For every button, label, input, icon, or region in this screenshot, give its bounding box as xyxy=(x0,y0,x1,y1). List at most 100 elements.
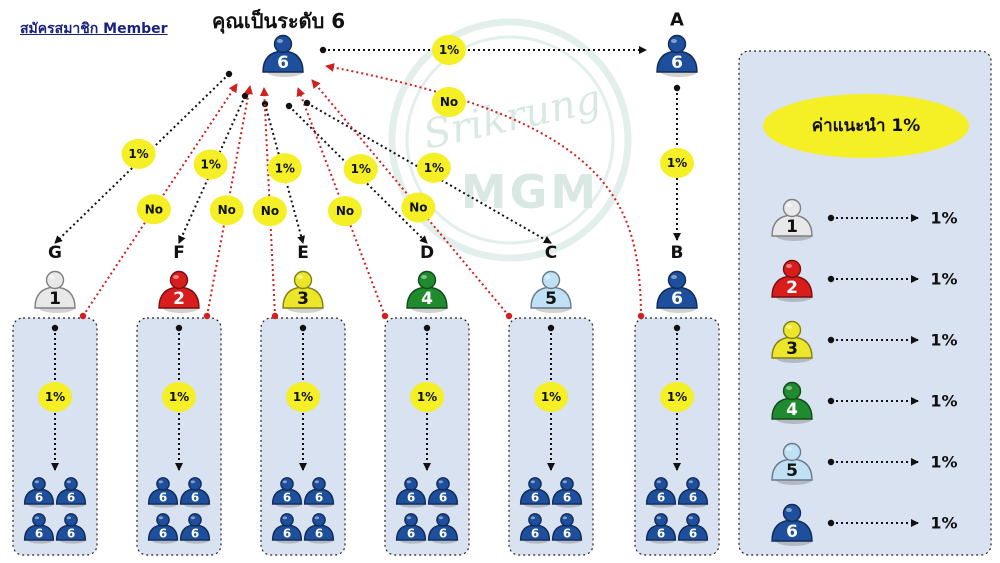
level-number: 6 xyxy=(563,491,571,505)
level-number: 2 xyxy=(786,278,798,298)
no-badge-d: No xyxy=(327,196,362,227)
link-root-to-a xyxy=(319,46,647,54)
level-number: 6 xyxy=(786,522,798,542)
rate-badge-d: 1% xyxy=(343,154,378,185)
level-number: 5 xyxy=(786,461,798,481)
no-badge-f-label: No xyxy=(218,203,236,217)
legend-rate-4: 1% xyxy=(930,392,957,411)
sub-member-icon: 6 xyxy=(23,477,55,508)
rate-badge-f: 1% xyxy=(193,149,228,180)
sub-member-icon: 6 xyxy=(551,513,583,544)
no-badge-c-label: No xyxy=(409,200,427,214)
level-number: 6 xyxy=(191,527,199,541)
sub-member-icon: 6 xyxy=(147,477,179,508)
member-icon-c: 5 xyxy=(530,270,572,313)
level-number: 6 xyxy=(439,527,447,541)
level-number: 4 xyxy=(421,289,433,309)
no-badge-f: No xyxy=(209,195,244,226)
no-link-g xyxy=(79,83,238,320)
level-number: 6 xyxy=(35,491,43,505)
legend-arrow-5 xyxy=(827,458,919,466)
level-number: 6 xyxy=(277,53,289,73)
group-rate-badge-b-label: 1% xyxy=(667,390,687,404)
rate-badge-a: 1% xyxy=(432,35,466,65)
level-number: 1 xyxy=(49,289,61,309)
page-title: คุณเป็นระดับ 6 xyxy=(212,9,346,33)
legend-arrow-1 xyxy=(827,214,919,222)
level-number: 6 xyxy=(657,527,665,541)
group-rate-badge-b: 1% xyxy=(660,382,694,412)
no-badge-d-label: No xyxy=(336,204,354,218)
legend-icon-6: 6 xyxy=(771,503,813,546)
level-number: 5 xyxy=(545,289,557,309)
member-letter-d: D xyxy=(420,243,434,263)
rate-badge-g-label: 1% xyxy=(128,147,148,161)
node-a-letter: A xyxy=(670,10,684,31)
sub-member-icon: 6 xyxy=(677,477,709,508)
no-link-c xyxy=(311,79,513,320)
sub-member-icon: 6 xyxy=(395,477,427,508)
legend-icon-1: 1 xyxy=(771,198,813,241)
no-link-b xyxy=(325,63,645,320)
rate-badge-c: 1% xyxy=(416,152,451,183)
rate-badge-f-label: 1% xyxy=(200,157,220,171)
sub-member-icon: 6 xyxy=(519,477,551,508)
sub-member-icon: 6 xyxy=(303,513,335,544)
root-member-icon: 6 xyxy=(262,34,304,77)
sub-member-icon: 6 xyxy=(395,513,427,544)
group-rate-badge-f-label: 1% xyxy=(169,390,189,404)
legend-rate-1: 1% xyxy=(930,209,957,228)
sub-member-icon: 6 xyxy=(645,477,677,508)
rate-badge-c-label: 1% xyxy=(424,161,444,175)
level-number: 6 xyxy=(67,491,75,505)
rate-badge-g: 1% xyxy=(121,138,156,169)
link-root-to-e xyxy=(261,100,306,244)
level-number: 3 xyxy=(297,289,309,309)
rate-badge-d-label: 1% xyxy=(351,162,371,176)
group-rate-badge-g: 1% xyxy=(38,382,72,412)
no-badge-c: No xyxy=(401,192,436,223)
legend-arrow-4 xyxy=(827,397,919,405)
group-rate-badge-g-label: 1% xyxy=(45,390,65,404)
level-number: 2 xyxy=(173,289,185,309)
legend-icon-3: 3 xyxy=(771,320,813,363)
level-number: 6 xyxy=(439,491,447,505)
member-letter-c: C xyxy=(545,243,557,263)
member-icon-d: 4 xyxy=(406,270,448,313)
level-number: 6 xyxy=(159,527,167,541)
level-number: 6 xyxy=(191,491,199,505)
sub-member-icon: 6 xyxy=(179,513,211,544)
legend-rate-3: 1% xyxy=(930,331,957,350)
legend-icon-5: 5 xyxy=(771,442,813,485)
sub-member-icon: 6 xyxy=(427,513,459,544)
sub-member-icon: 6 xyxy=(519,513,551,544)
legend-icon-2: 2 xyxy=(771,259,813,302)
group-rate-badge-f: 1% xyxy=(162,382,196,412)
sub-member-icon: 6 xyxy=(303,477,335,508)
link-root-to-d xyxy=(285,102,428,244)
legend-arrow-3 xyxy=(827,336,919,344)
level-number: 6 xyxy=(689,527,697,541)
legend-title: ค่าแนะนำ 1% xyxy=(763,94,969,158)
member-icon-b: 6 xyxy=(656,270,698,313)
legend-icon-4: 4 xyxy=(771,381,813,424)
member-letter-f: F xyxy=(173,243,185,263)
legend-arrow-2 xyxy=(827,275,919,283)
member-signup-link[interactable]: สมัครสมาชิก Member xyxy=(20,21,168,37)
level-number: 6 xyxy=(283,491,291,505)
level-number: 4 xyxy=(786,400,798,420)
group-rate-badge-d-label: 1% xyxy=(417,390,437,404)
member-letter-e: E xyxy=(297,243,309,263)
level-number: 6 xyxy=(283,527,291,541)
rate-badge-a-b: 1% xyxy=(660,148,694,178)
sub-member-icon: 6 xyxy=(55,513,87,544)
sub-member-icon: 6 xyxy=(427,477,459,508)
no-badge-b: No xyxy=(432,87,466,117)
sub-member-icon: 6 xyxy=(271,477,303,508)
sub-member-icon: 6 xyxy=(645,513,677,544)
sub-member-icon: 6 xyxy=(551,477,583,508)
legend-title-text: ค่าแนะนำ 1% xyxy=(812,116,921,136)
legend-panel xyxy=(738,50,992,556)
group-rate-badge-c: 1% xyxy=(534,382,568,412)
